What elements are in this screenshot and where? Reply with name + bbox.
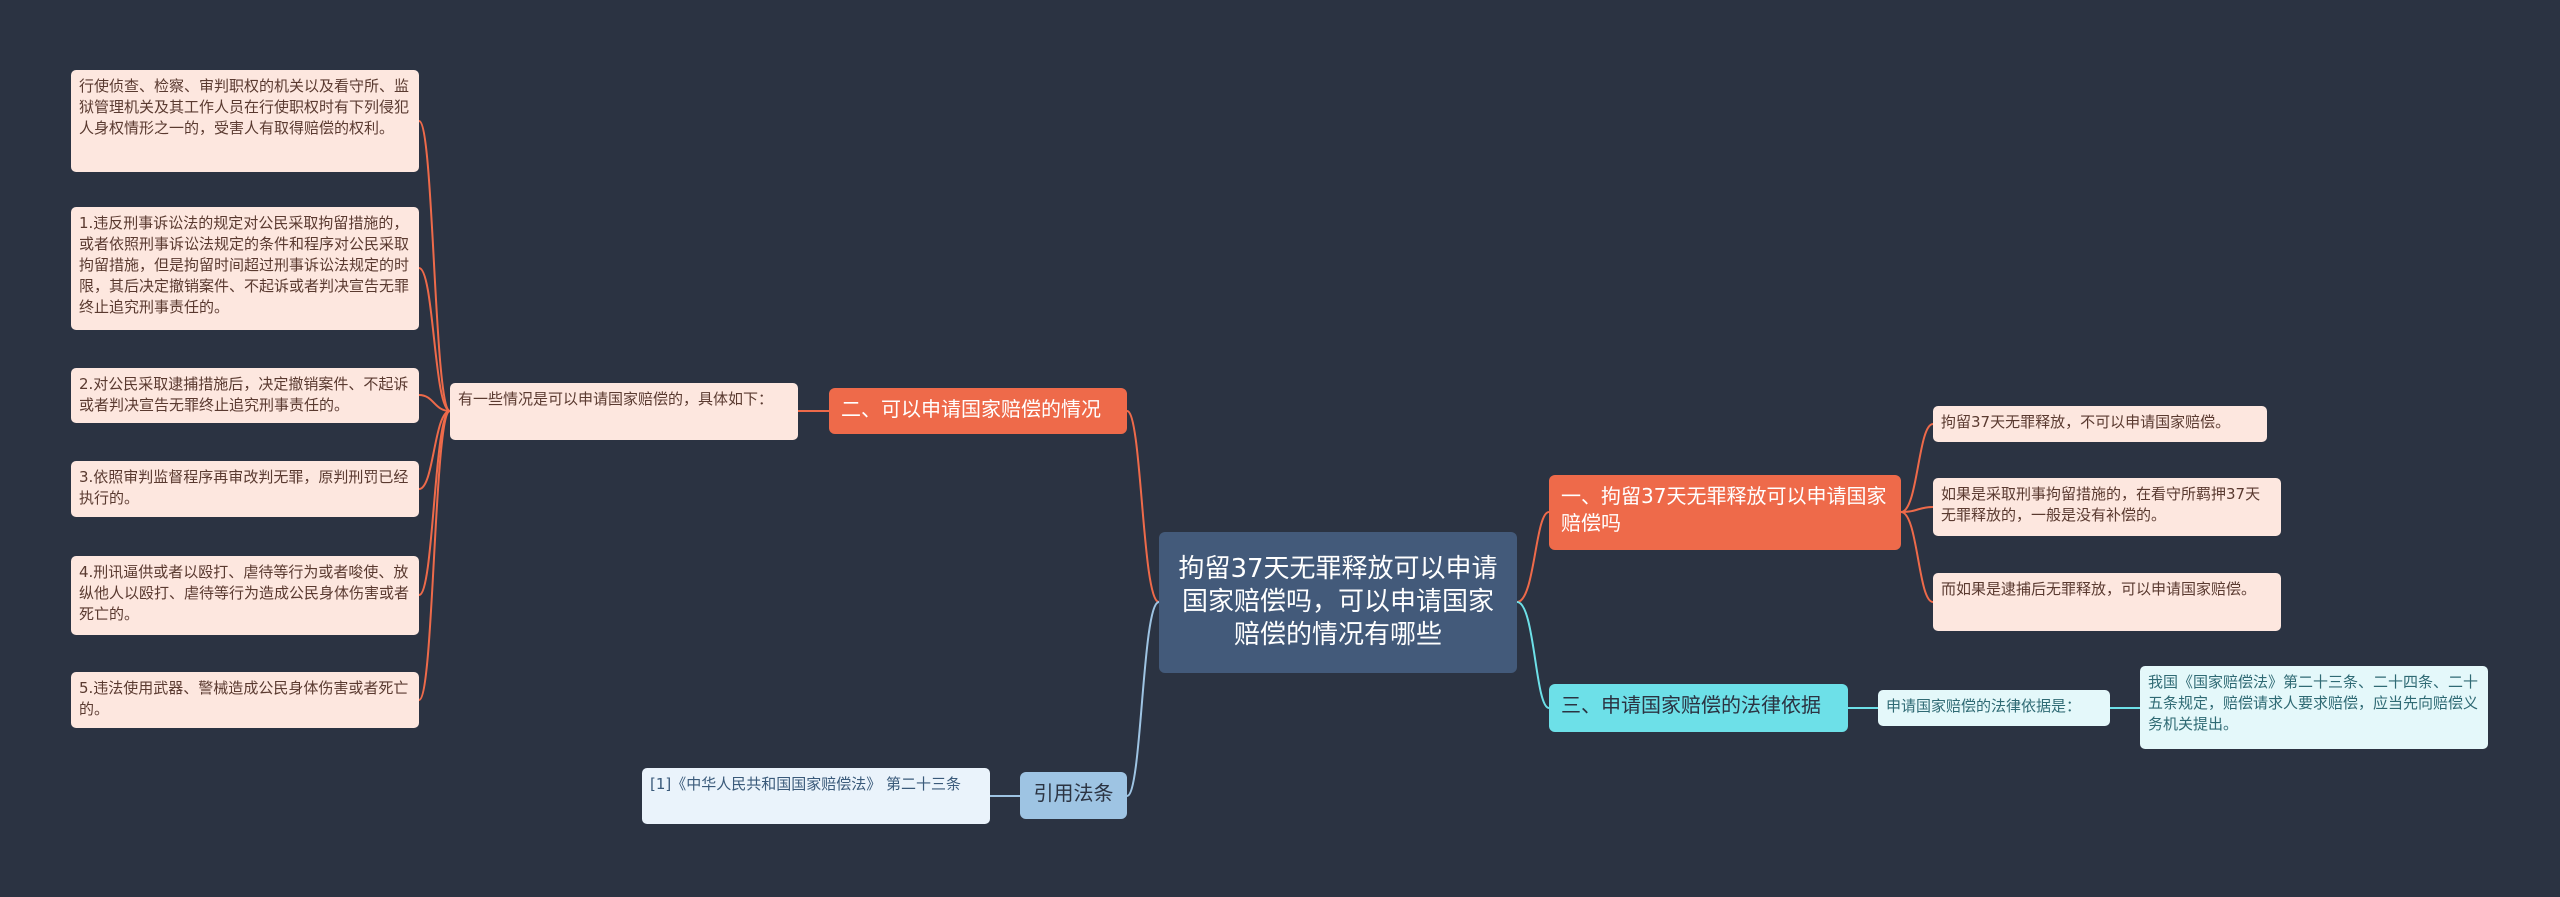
legal-basis-intro[interactable]: 申请国家赔偿的法律依据是：: [1878, 690, 2110, 726]
branch-citation[interactable]: 引用法条: [1020, 772, 1127, 819]
situation-item-4[interactable]: 4.刑讯逼供或者以殴打、虐待等行为或者唆使、放纵他人以殴打、虐待等行为造成公民身…: [71, 556, 419, 635]
connector-intro-items: [418, 120, 451, 701]
branch-situations[interactable]: 二、可以申请国家赔偿的情况: [829, 388, 1127, 434]
citation-text[interactable]: [1]《中华人民共和国国家赔偿法》 第二十三条: [642, 768, 990, 824]
detention-item-2[interactable]: 而如果是逮捕后无罪释放，可以申请国家赔偿。: [1933, 573, 2281, 631]
situation-item-0[interactable]: 行使侦查、检察、审判职权的机关以及看守所、监狱管理机关及其工作人员在行使职权时有…: [71, 70, 419, 172]
connector-root-situations: [1126, 410, 1160, 603]
detention-item-0[interactable]: 拘留37天无罪释放，不可以申请国家赔偿。: [1933, 406, 2267, 442]
branch-legal-basis[interactable]: 三、申请国家赔偿的法律依据: [1549, 684, 1848, 732]
connector-root-legal: [1516, 601, 1550, 709]
connector-detention-items: [1900, 423, 1934, 603]
legal-basis-text[interactable]: 我国《国家赔偿法》第二十三条、二十四条、二十五条规定，赔偿请求人要求赔偿，应当先…: [2140, 666, 2488, 749]
situations-intro[interactable]: 有一些情况是可以申请国家赔偿的，具体如下：: [450, 383, 798, 440]
connector-root-detention: [1516, 511, 1550, 603]
situation-item-3[interactable]: 3.依照审判监督程序再审改判无罪，原判刑罚已经执行的。: [71, 461, 419, 517]
situation-item-2[interactable]: 2.对公民采取逮捕措施后，决定撤销案件、不起诉或者判决宣告无罪终止追究刑事责任的…: [71, 368, 419, 423]
branch-detention[interactable]: 一、拘留37天无罪释放可以申请国家赔偿吗: [1549, 475, 1901, 550]
connector-root-citation: [1126, 601, 1160, 797]
root-topic[interactable]: 拘留37天无罪释放可以申请国家赔偿吗，可以申请国家赔偿的情况有哪些: [1159, 532, 1517, 673]
situation-item-5[interactable]: 5.违法使用武器、警械造成公民身体伤害或者死亡的。: [71, 672, 419, 728]
situation-item-1[interactable]: 1.违反刑事诉讼法的规定对公民采取拘留措施的，或者依照刑事诉讼法规定的条件和程序…: [71, 207, 419, 330]
detention-item-1[interactable]: 如果是采取刑事拘留措施的，在看守所羁押37天无罪释放的，一般是没有补偿的。: [1933, 478, 2281, 536]
